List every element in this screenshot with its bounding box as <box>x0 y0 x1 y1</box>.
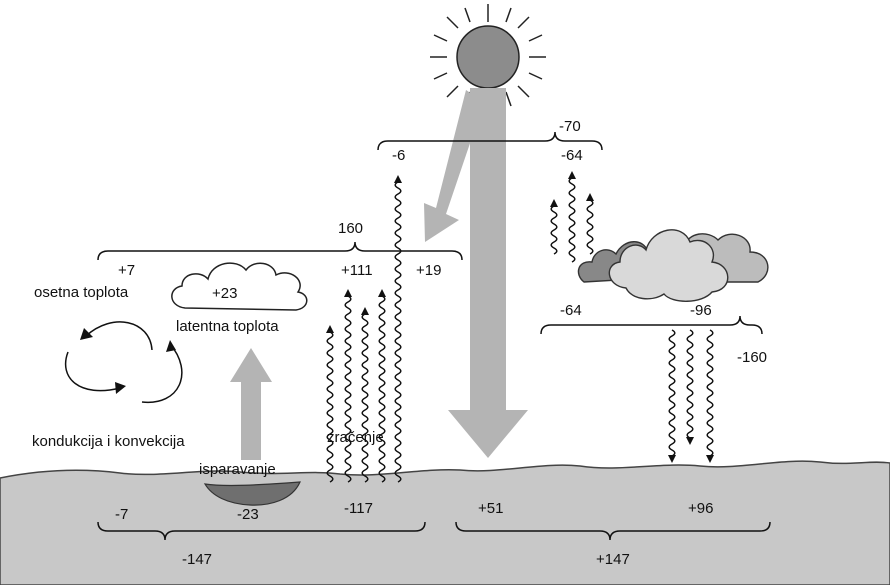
space-bracket <box>377 131 603 151</box>
back-radiation-wave-3 <box>706 329 714 457</box>
cloud-space-wave-1 <box>550 205 558 255</box>
gain-total: +147 <box>596 551 630 568</box>
cloud-to-space: -64 <box>561 147 583 164</box>
latent-heat-cloud-icon <box>171 262 308 311</box>
radiation-label: zračenje <box>327 429 384 446</box>
cloud-cluster-icon <box>577 229 769 302</box>
back-radiation-wave-1 <box>668 329 676 457</box>
loss-conduction: -7 <box>115 506 128 523</box>
cloud-space-wave-3-head <box>586 193 594 201</box>
convection-arrow-left <box>64 351 121 392</box>
cloud-space-wave-3 <box>586 199 594 255</box>
loss-evaporation: -23 <box>237 506 259 523</box>
back-radiation-wave-2-head <box>686 437 694 445</box>
radiation-wave-4 <box>378 295 386 483</box>
back-radiation-wave-3-head <box>706 455 714 463</box>
surface-gain-bracket <box>455 521 771 541</box>
solar-arrow-to-atmosphere <box>424 90 484 242</box>
cloud-space-wave-1-head <box>550 199 558 207</box>
gain-back-radiation: +96 <box>688 500 713 517</box>
radiation-wave-2-head <box>344 289 352 297</box>
convection-arrows <box>64 321 183 403</box>
sensible-heat-value: +7 <box>118 262 135 279</box>
evaporation-label: isparavanje <box>199 461 276 478</box>
radiation-absorbed-value: +111 <box>341 262 373 279</box>
cloud-total: -160 <box>737 349 767 366</box>
loss-radiation: -117 <box>344 500 373 517</box>
loss-total: -147 <box>182 551 212 568</box>
pond <box>203 481 301 506</box>
evaporation-arrow <box>230 348 272 460</box>
convection-arrow-top <box>85 321 153 351</box>
arrowhead-right <box>166 340 176 352</box>
back-radiation-wave-1-head <box>668 455 676 463</box>
radiation-wave-5 <box>394 181 402 483</box>
latent-heat-value: +23 <box>212 285 237 302</box>
atmosphere-bracket <box>97 241 463 261</box>
cloud-emit-up: -64 <box>560 302 582 319</box>
radiation-wave-4-head <box>378 289 386 297</box>
convection-arrow-right <box>141 343 183 403</box>
sensible-heat-label: osetna toplota <box>34 284 129 301</box>
cloud-space-wave-2-head <box>568 171 576 179</box>
radiation-wave-5-head <box>394 175 402 183</box>
solar-arrow-to-surface <box>448 88 528 458</box>
cloud-space-wave-2 <box>568 177 576 263</box>
sun-icon <box>430 4 546 115</box>
cloud-emit-down: -96 <box>690 302 712 319</box>
ground <box>0 460 890 585</box>
cloud-bracket <box>540 315 763 335</box>
arrowhead-left <box>115 382 126 394</box>
solar-absorbed-value: +19 <box>416 262 441 279</box>
atmosphere-total: 160 <box>338 220 363 237</box>
radiation-wave-3-head <box>361 307 369 315</box>
back-radiation-wave-2 <box>686 329 694 439</box>
gain-solar: +51 <box>478 500 503 517</box>
radiation-wave-3 <box>361 313 369 483</box>
arrowhead-top <box>80 328 93 340</box>
space-total: -70 <box>559 118 581 135</box>
surface-loss-bracket <box>97 521 426 541</box>
radiation-wave-1 <box>326 331 334 483</box>
conduction-label: kondukcija i konvekcija <box>32 433 185 450</box>
atmosphere-to-space: -6 <box>392 147 405 164</box>
latent-heat-label: latentna toplota <box>176 318 279 335</box>
radiation-wave-1-head <box>326 325 334 333</box>
radiation-wave-2 <box>344 295 352 483</box>
